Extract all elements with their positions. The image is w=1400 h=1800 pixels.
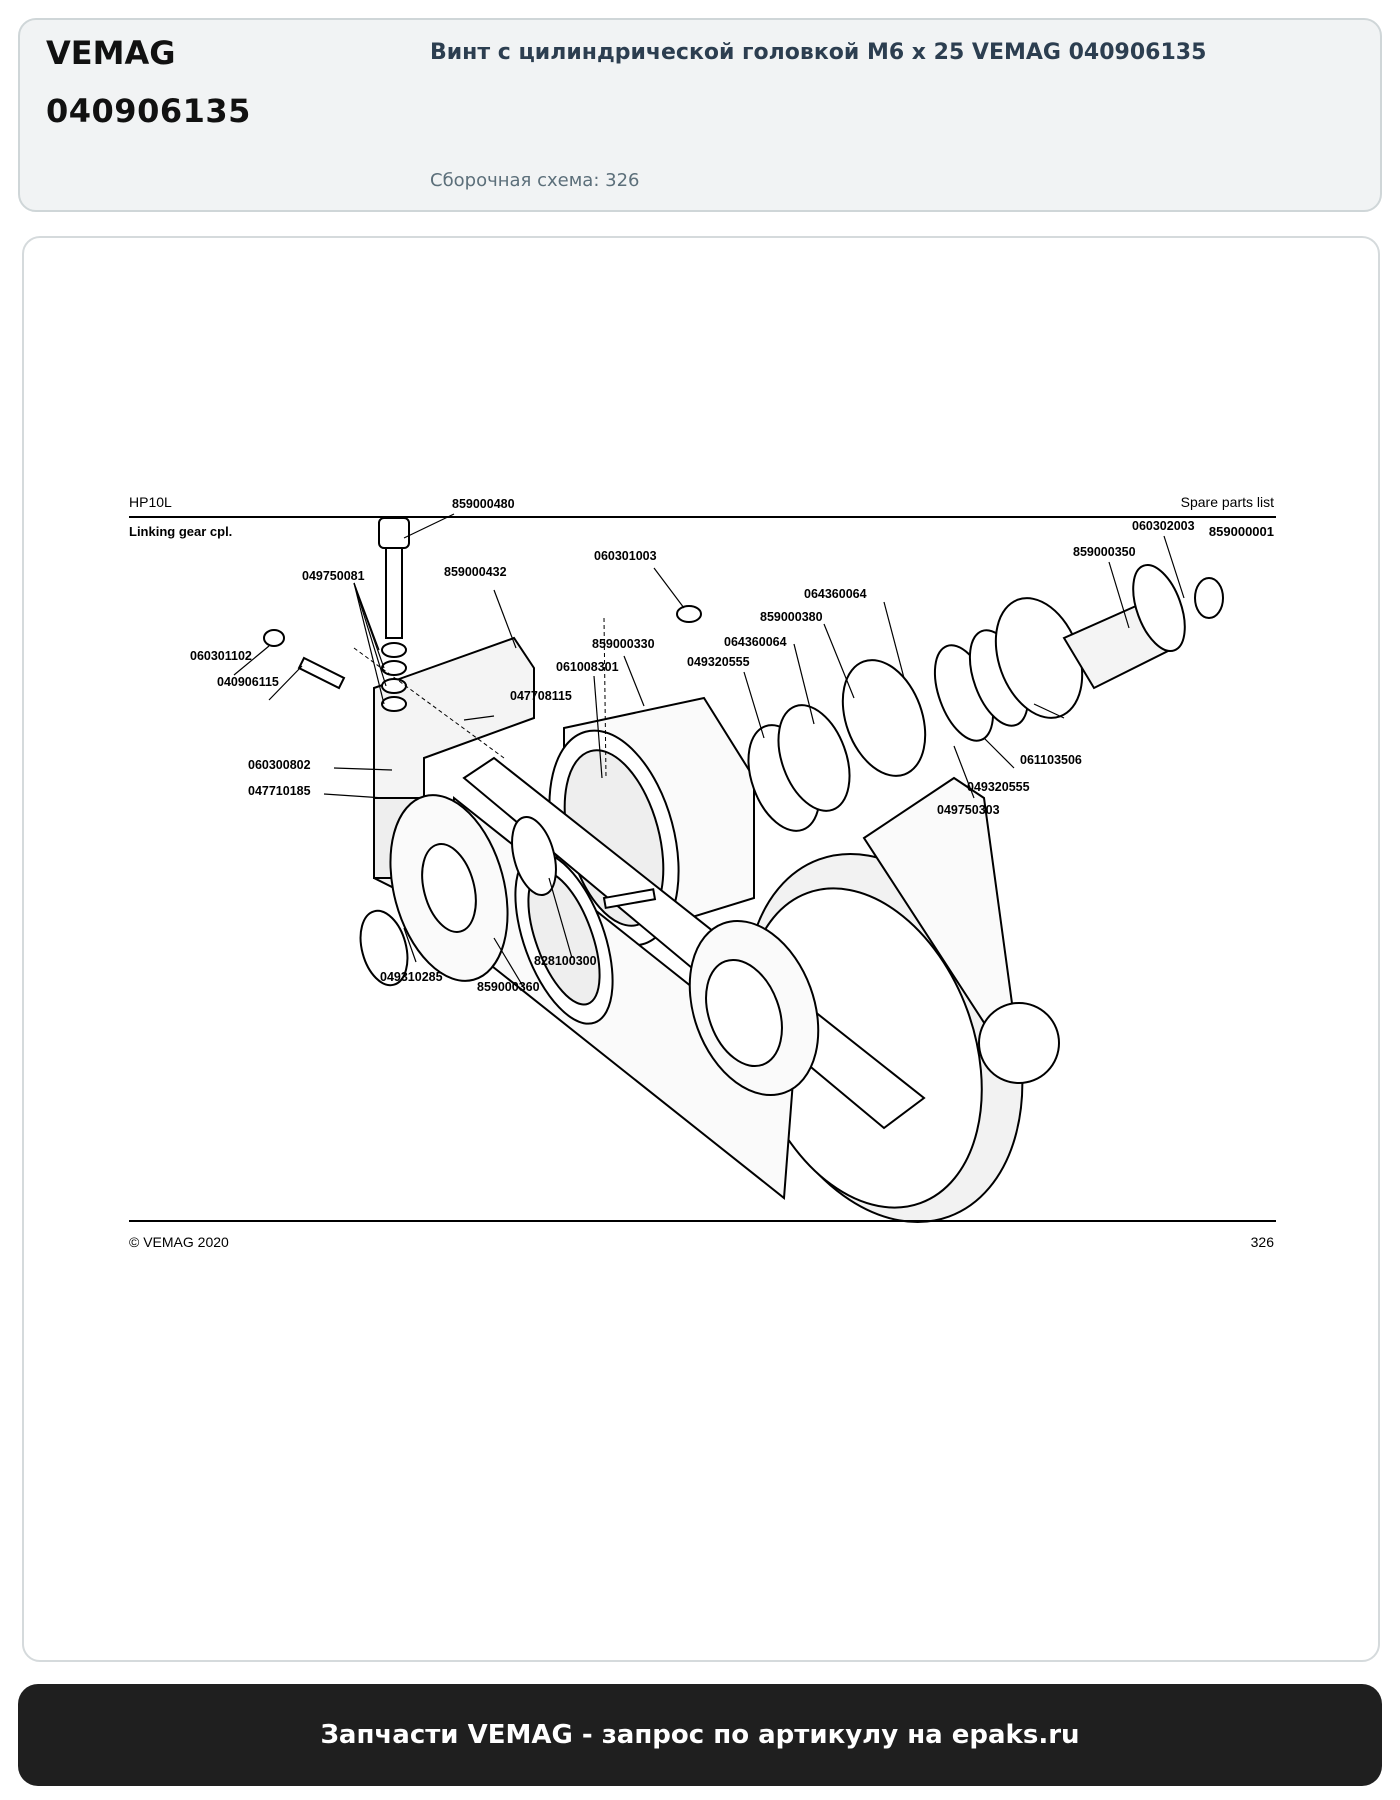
callout-label: 049750081 (302, 569, 365, 583)
left-dash-line (353, 647, 505, 759)
callout-label: 061008301 (556, 660, 619, 674)
callout-label: 049320555 (967, 780, 1030, 794)
callout-label: 049320555 (687, 655, 750, 669)
callout-label: 859000360 (477, 980, 540, 994)
callout-label: 047710185 (248, 784, 311, 798)
callout-label: 859000330 (592, 637, 655, 651)
callout-label: 859000380 (760, 610, 823, 624)
callout-label: 064360064 (804, 587, 867, 601)
callout-label: 061103506 (1020, 753, 1082, 767)
part-number: 040906135 (46, 92, 251, 130)
diagram-artwork (263, 517, 1224, 1223)
top-rule (129, 516, 1276, 518)
callout-label: 040906115 (217, 675, 279, 689)
callout-label: 064360064 (724, 635, 787, 649)
product-title: Винт с цилиндрической головкой M6 x 25 V… (430, 40, 1207, 65)
drawing-doc-type: Spare parts list (1180, 494, 1274, 510)
centre-dash-line (603, 617, 607, 779)
assembly-name: Linking gear cpl. (129, 524, 233, 539)
callout-label: 060301003 (594, 549, 657, 563)
page-number: 326 (1250, 1234, 1274, 1250)
callout-label: 859000432 (444, 565, 507, 579)
leader-lines (233, 513, 1185, 989)
callout-label: 060302003 (1132, 519, 1195, 533)
footer-banner: Запчасти VEMAG - запрос по артикулу на e… (18, 1684, 1382, 1786)
callout-label: 049750303 (937, 803, 1000, 817)
copyright: © VEMAG 2020 (129, 1234, 229, 1250)
callout-label: 049310285 (380, 970, 443, 984)
callout-labels: 859000480 049750081 859000432 060301003 … (190, 497, 1195, 994)
scheme-label: Сборочная схема: 326 (430, 170, 640, 191)
drawing-model: HP10L (129, 494, 172, 510)
callout-label: 060300802 (248, 758, 311, 772)
drawing-sheet: HP10L Spare parts list Linking gear cpl.… (22, 236, 1380, 1662)
exploded-parts-diagram: 859000480 049750081 859000432 060301003 … (190, 497, 1224, 1223)
callout-label: 047708115 (510, 689, 572, 703)
brand-name: VEMAG (46, 34, 176, 72)
callout-label: 828100300 (534, 954, 597, 968)
footer-text: Запчасти VEMAG - запрос по артикулу на e… (320, 1720, 1080, 1750)
callout-label: 859000480 (452, 497, 515, 511)
product-header: VEMAG 040906135 Винт с цилиндрической го… (18, 18, 1382, 212)
bottom-rule (129, 1220, 1276, 1222)
callout-label: 060301102 (190, 649, 252, 663)
assembly-number: 859000001 (1208, 524, 1274, 539)
callout-label: 859000350 (1073, 545, 1136, 559)
